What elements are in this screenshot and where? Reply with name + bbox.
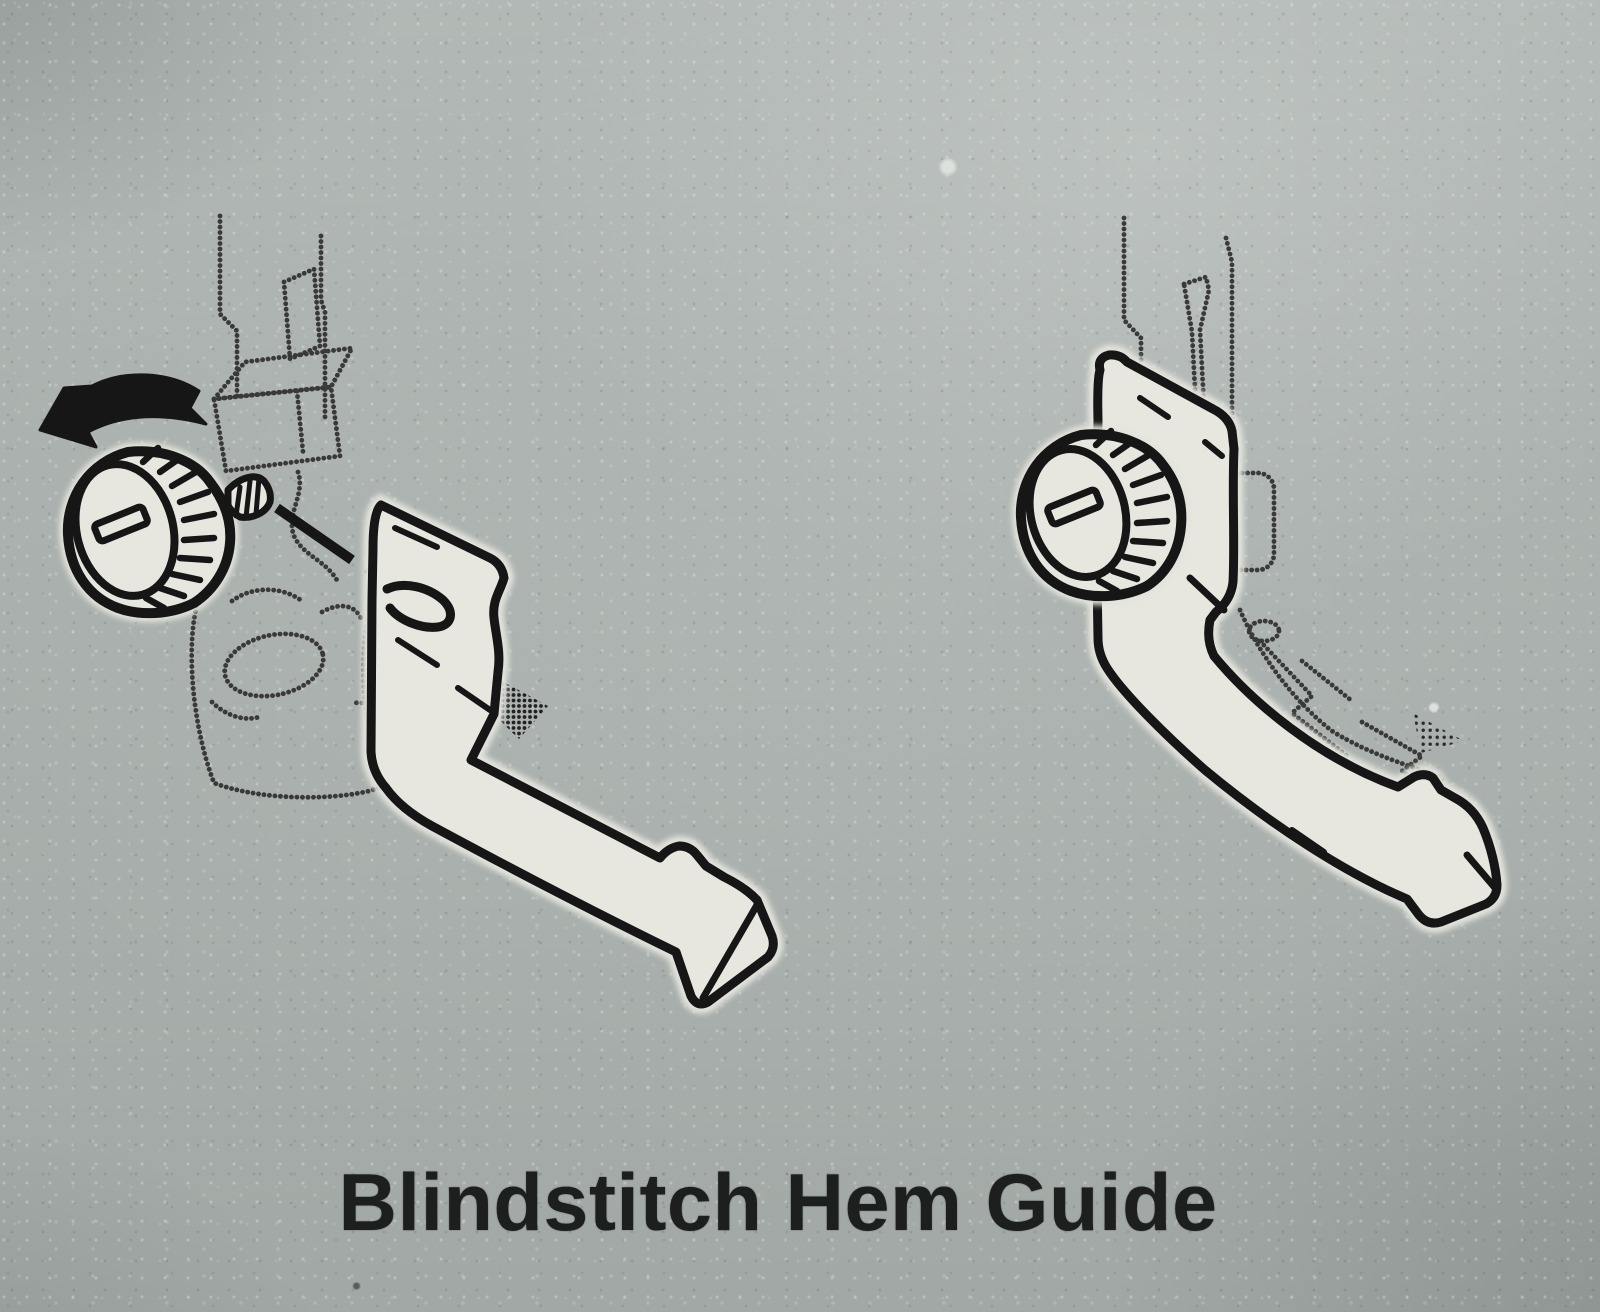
guide-tip-fold-line <box>1463 851 1500 893</box>
thumbscrew-icon <box>1016 431 1182 596</box>
knurl-ridges <box>139 444 218 612</box>
halftone-heel-wedge <box>1413 713 1464 753</box>
figure-hem-guide-attached <box>1016 215 1497 923</box>
knurl-ridges <box>1092 427 1171 595</box>
knob-slot <box>1044 486 1104 528</box>
hem-guide-bracket-icon <box>1096 355 1497 923</box>
guide-tip-fold-line <box>699 901 761 1002</box>
thumbscrew-icon <box>61 444 274 613</box>
rotation-arrow-icon <box>38 373 208 449</box>
hem-guide-bracket-icon <box>371 505 773 1004</box>
figure-hem-guide-detached <box>38 213 773 1004</box>
knob-slot <box>91 503 151 545</box>
guide-slot <box>382 581 455 632</box>
presser-foot-halftone-icon <box>1121 215 1451 804</box>
figure-caption: Blindstitch Hem Guide <box>338 1158 1218 1248</box>
